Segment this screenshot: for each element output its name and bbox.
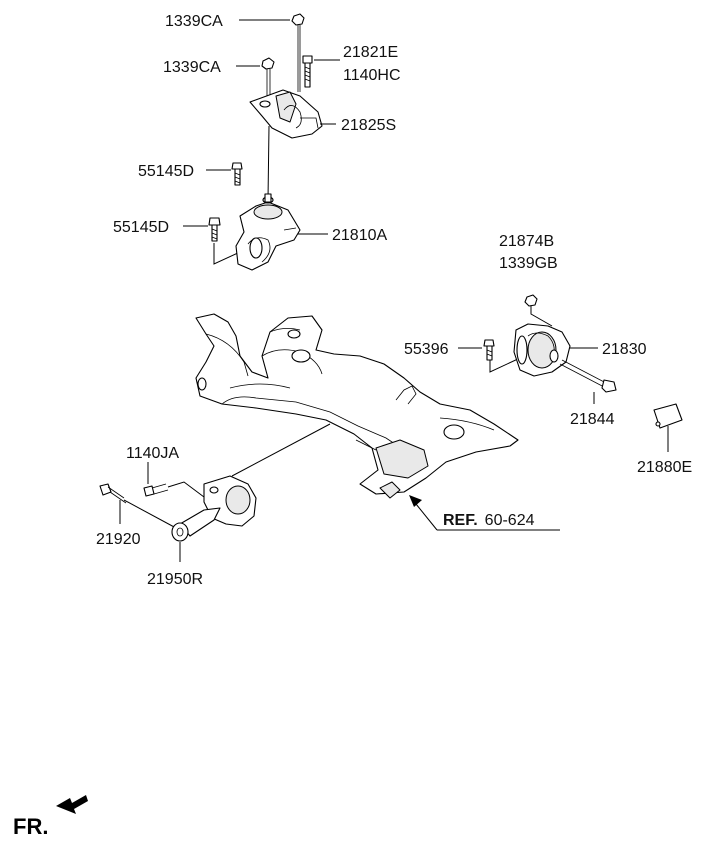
nut-1339gb	[524, 294, 538, 307]
label-21825s: 21825S	[341, 117, 396, 134]
ref-arrow-icon	[409, 495, 422, 507]
label-21880e: 21880E	[637, 459, 692, 476]
bolt-55396	[483, 339, 495, 361]
bolt-55145d-upper	[231, 162, 243, 186]
roll-rod-21950r	[171, 475, 257, 542]
label-1140hc: 1140HC	[343, 67, 401, 84]
front-direction-indicator: FR.	[13, 795, 88, 839]
label-21821e: 21821E	[343, 44, 398, 61]
label-21950r: 21950R	[147, 571, 203, 588]
subframe-crossmember	[195, 313, 519, 499]
bolt-21821e	[302, 55, 313, 88]
label-55145d-lower: 55145D	[113, 219, 169, 236]
label-21810a: 21810A	[332, 227, 387, 244]
label-1339gb: 1339GB	[499, 255, 558, 272]
bolt-21844	[559, 359, 617, 393]
label-1339ca-top: 1339CA	[165, 13, 223, 30]
label-21844: 21844	[570, 411, 615, 428]
front-arrow-icon	[56, 795, 88, 814]
nut-1339ca-top	[291, 13, 305, 92]
bolt-21920	[99, 483, 127, 504]
engine-mount-21810a	[235, 193, 301, 271]
label-1339ca-mid: 1339CA	[163, 59, 221, 76]
label-21874b: 21874B	[499, 233, 554, 250]
bolt-1140ja	[143, 483, 169, 497]
ref-label: REF. 60-624	[443, 512, 535, 529]
ref-callout: REF. 60-624	[409, 495, 560, 531]
nut-1339ca-mid	[261, 57, 275, 98]
front-label: FR.	[13, 814, 48, 839]
bolt-55145d-lower	[208, 217, 221, 242]
label-21920: 21920	[96, 531, 141, 548]
label-21830: 21830	[602, 341, 647, 358]
bracket-21825s	[249, 89, 323, 139]
label-1140ja: 1140JA	[126, 445, 179, 462]
label-55145d-upper: 55145D	[138, 163, 194, 180]
transmission-mount-21830	[513, 323, 571, 377]
label-55396: 55396	[404, 341, 449, 358]
cover-plate-21880e	[653, 403, 683, 429]
